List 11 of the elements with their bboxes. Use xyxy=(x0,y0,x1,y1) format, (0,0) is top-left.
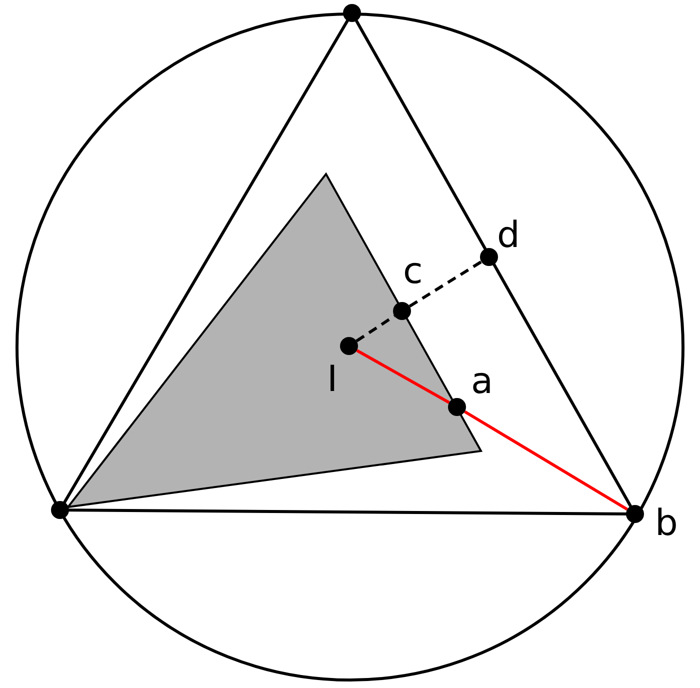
dashed-line xyxy=(408,260,482,308)
point-dot xyxy=(448,398,466,416)
dashed-line xyxy=(356,314,396,342)
point-label: b xyxy=(655,506,678,542)
point-label: I xyxy=(327,362,338,398)
point-dot xyxy=(626,505,644,523)
point-label: d xyxy=(497,218,520,254)
point-label: c xyxy=(403,254,423,290)
point-label: a xyxy=(471,364,494,400)
point-dot xyxy=(480,248,498,266)
line-segment xyxy=(356,349,450,404)
